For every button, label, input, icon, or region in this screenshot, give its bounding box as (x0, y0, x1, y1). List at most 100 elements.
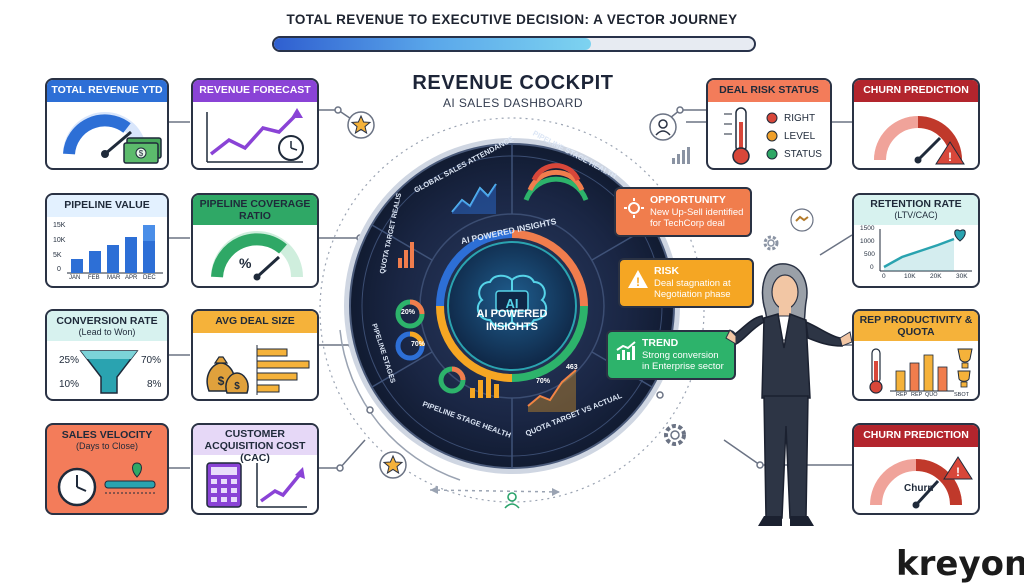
retention-rate-card: RETENTION RATE (LTV/CAC) 1500 1000 500 0… (852, 193, 980, 288)
conversion-value: 25% (59, 355, 80, 366)
revenue-forecast-card: REVENUE FORECAST (191, 78, 319, 170)
conversion-rate-header: CONVERSION RATE (Lead to Won) (47, 311, 167, 341)
pipeline-value-title: PIPELINE VALUE (47, 195, 167, 217)
churn-prediction-title: CHURN PREDICTION (854, 80, 978, 102)
retention-rate-header: RETENTION RATE (LTV/CAC) (854, 195, 978, 225)
risk-callout: ! RISK Deal stagnation at Negotiation ph… (618, 258, 754, 308)
rep-x-tick: REP (896, 392, 908, 398)
conversion-value: 8% (147, 379, 162, 390)
ai-core-text-line2: INSIGHTS (486, 320, 538, 333)
retention-x-tick: 10K (904, 273, 916, 280)
mini-chart-icon (672, 147, 690, 164)
opportunity-text: New Up-Sell identified for TechCorp deal (650, 206, 744, 229)
pipeline-y-tick: 0 (57, 266, 61, 273)
risk-legend-label: STATUS (784, 149, 822, 160)
journey-progress-fill (274, 38, 591, 50)
rep-productivity-chart (869, 348, 973, 394)
handshake-icon (790, 208, 814, 232)
coverage-gauge-icon (211, 231, 303, 281)
retention-rate-title: RETENTION RATE (870, 198, 962, 210)
ring-value-label: 463 (566, 364, 578, 371)
churn-prediction-bottom-title: CHURN PREDICTION (854, 425, 978, 447)
rep-x-tick: QUO (925, 392, 938, 398)
page-title: TOTAL REVENUE TO EXECUTIVE DECISION: A V… (286, 12, 738, 27)
ring-pct-label: 70% (411, 341, 426, 348)
rep-x-tick: SBOT (954, 392, 969, 398)
cockpit-title: REVENUE COCKPIT (412, 72, 614, 94)
revenue-forecast-title: REVENUE FORECAST (193, 80, 317, 102)
pipeline-coverage-title: PIPELINE COVERAGE RATIO (193, 195, 317, 225)
conversion-rate-title: CONVERSION RATE (56, 315, 158, 327)
retention-x-tick: 30K (956, 273, 968, 280)
svg-text:$: $ (218, 374, 225, 388)
total-revenue-title: TOTAL REVENUE YTD (47, 80, 167, 102)
pipeline-month: APR (125, 275, 138, 281)
retention-x-tick: 0 (882, 273, 886, 280)
svg-text:!: ! (948, 150, 952, 164)
rep-productivity-title: REP PRODUCTIVITY & QUOTA (854, 311, 978, 341)
retention-rate-subtitle: (LTV/CAC) (894, 210, 938, 221)
pipeline-y-tick: 10K (53, 237, 66, 244)
pipeline-month: FEB (88, 275, 100, 281)
svg-text:!: ! (636, 275, 640, 289)
conversion-value: 70% (141, 355, 162, 366)
avg-deal-size-title: AVG DEAL SIZE (193, 311, 317, 333)
pipeline-y-tick: 5K (53, 252, 62, 259)
pipeline-coverage-card: PIPELINE COVERAGE RATIO % (191, 193, 319, 288)
deal-risk-card: DEAL RISK STATUS RIGHT LEVEL STATUS (706, 78, 832, 170)
total-revenue-card: TOTAL REVENUE YTD $ (45, 78, 169, 170)
cac-card: CUSTOMER ACQUISITION COST (CAC) (191, 423, 319, 515)
user-icon (504, 492, 520, 509)
risk-text: Deal stagnation at Negotiation phase (654, 277, 731, 300)
risk-title: RISK (654, 265, 680, 277)
ai-core-badge: AI (505, 296, 519, 311)
forecast-trend-icon (206, 108, 304, 163)
money-bags-icon: $ $ (206, 345, 310, 395)
ai-dashboard-ring (344, 138, 680, 474)
deal-risk-title: DEAL RISK STATUS (708, 80, 830, 102)
retention-x-tick: 20K (930, 273, 942, 280)
brand-logo: kreyon (896, 544, 1024, 584)
ring-pct-label: 20% (401, 309, 416, 316)
warning-icon: ! (628, 270, 648, 289)
churn-prediction-bottom-card: CHURN PREDICTION ! Churn (852, 423, 980, 515)
journey-progress-bar (272, 36, 756, 52)
risk-legend-label: LEVEL (784, 131, 816, 142)
churn-gauge-icon: ! (874, 116, 965, 165)
risk-legend-label: RIGHT (784, 113, 816, 124)
clock-icon (57, 462, 156, 507)
pipeline-y-tick: 15K (53, 222, 66, 229)
churn-gauge-label: Churn (904, 483, 934, 494)
star-icon (379, 451, 407, 479)
pipeline-month: DEC (143, 275, 156, 281)
gear-icon (763, 235, 779, 251)
churn-prediction-card: CHURN PREDICTION ! (852, 78, 980, 170)
cac-title: CUSTOMER ACQUISITION COST (CAC) (193, 425, 317, 464)
pipeline-month: MAR (107, 275, 121, 281)
ai-core-text-line1: AI POWERED (476, 308, 548, 320)
retention-y-tick: 500 (864, 251, 875, 258)
opportunity-title: OPPORTUNITY (650, 194, 726, 206)
retention-y-tick: 1500 (860, 225, 875, 232)
sales-velocity-card: SALES VELOCITY (Days to Close) (45, 423, 169, 515)
rep-x-tick: REP (911, 392, 923, 398)
pipeline-value-card: PIPELINE VALUE 15K 10K 5K 0 JAN FEB MAR … (45, 193, 169, 288)
user-icon (649, 113, 677, 141)
coverage-symbol: % (239, 255, 252, 271)
ring-pct-label: 70% (536, 378, 551, 385)
gear-large-icon (664, 424, 686, 446)
pipeline-value-bars (67, 225, 163, 274)
svg-text:!: ! (956, 465, 960, 479)
retention-y-tick: 0 (870, 264, 874, 271)
presenter-illustration (725, 263, 852, 526)
sales-velocity-title: SALES VELOCITY (61, 429, 153, 441)
retention-line-chart (879, 229, 972, 272)
thermometer-icon (724, 107, 778, 165)
conversion-rate-subtitle: (Lead to Won) (78, 327, 136, 338)
conversion-value: 10% (59, 379, 80, 390)
trend-up-icon (616, 341, 636, 360)
cockpit-subtitle: AI SALES DASHBOARD (443, 96, 583, 110)
conversion-funnel-icon (79, 350, 139, 394)
churn-bottom-gauge-icon: ! (870, 456, 973, 509)
sales-velocity-header: SALES VELOCITY (Days to Close) (47, 425, 167, 457)
